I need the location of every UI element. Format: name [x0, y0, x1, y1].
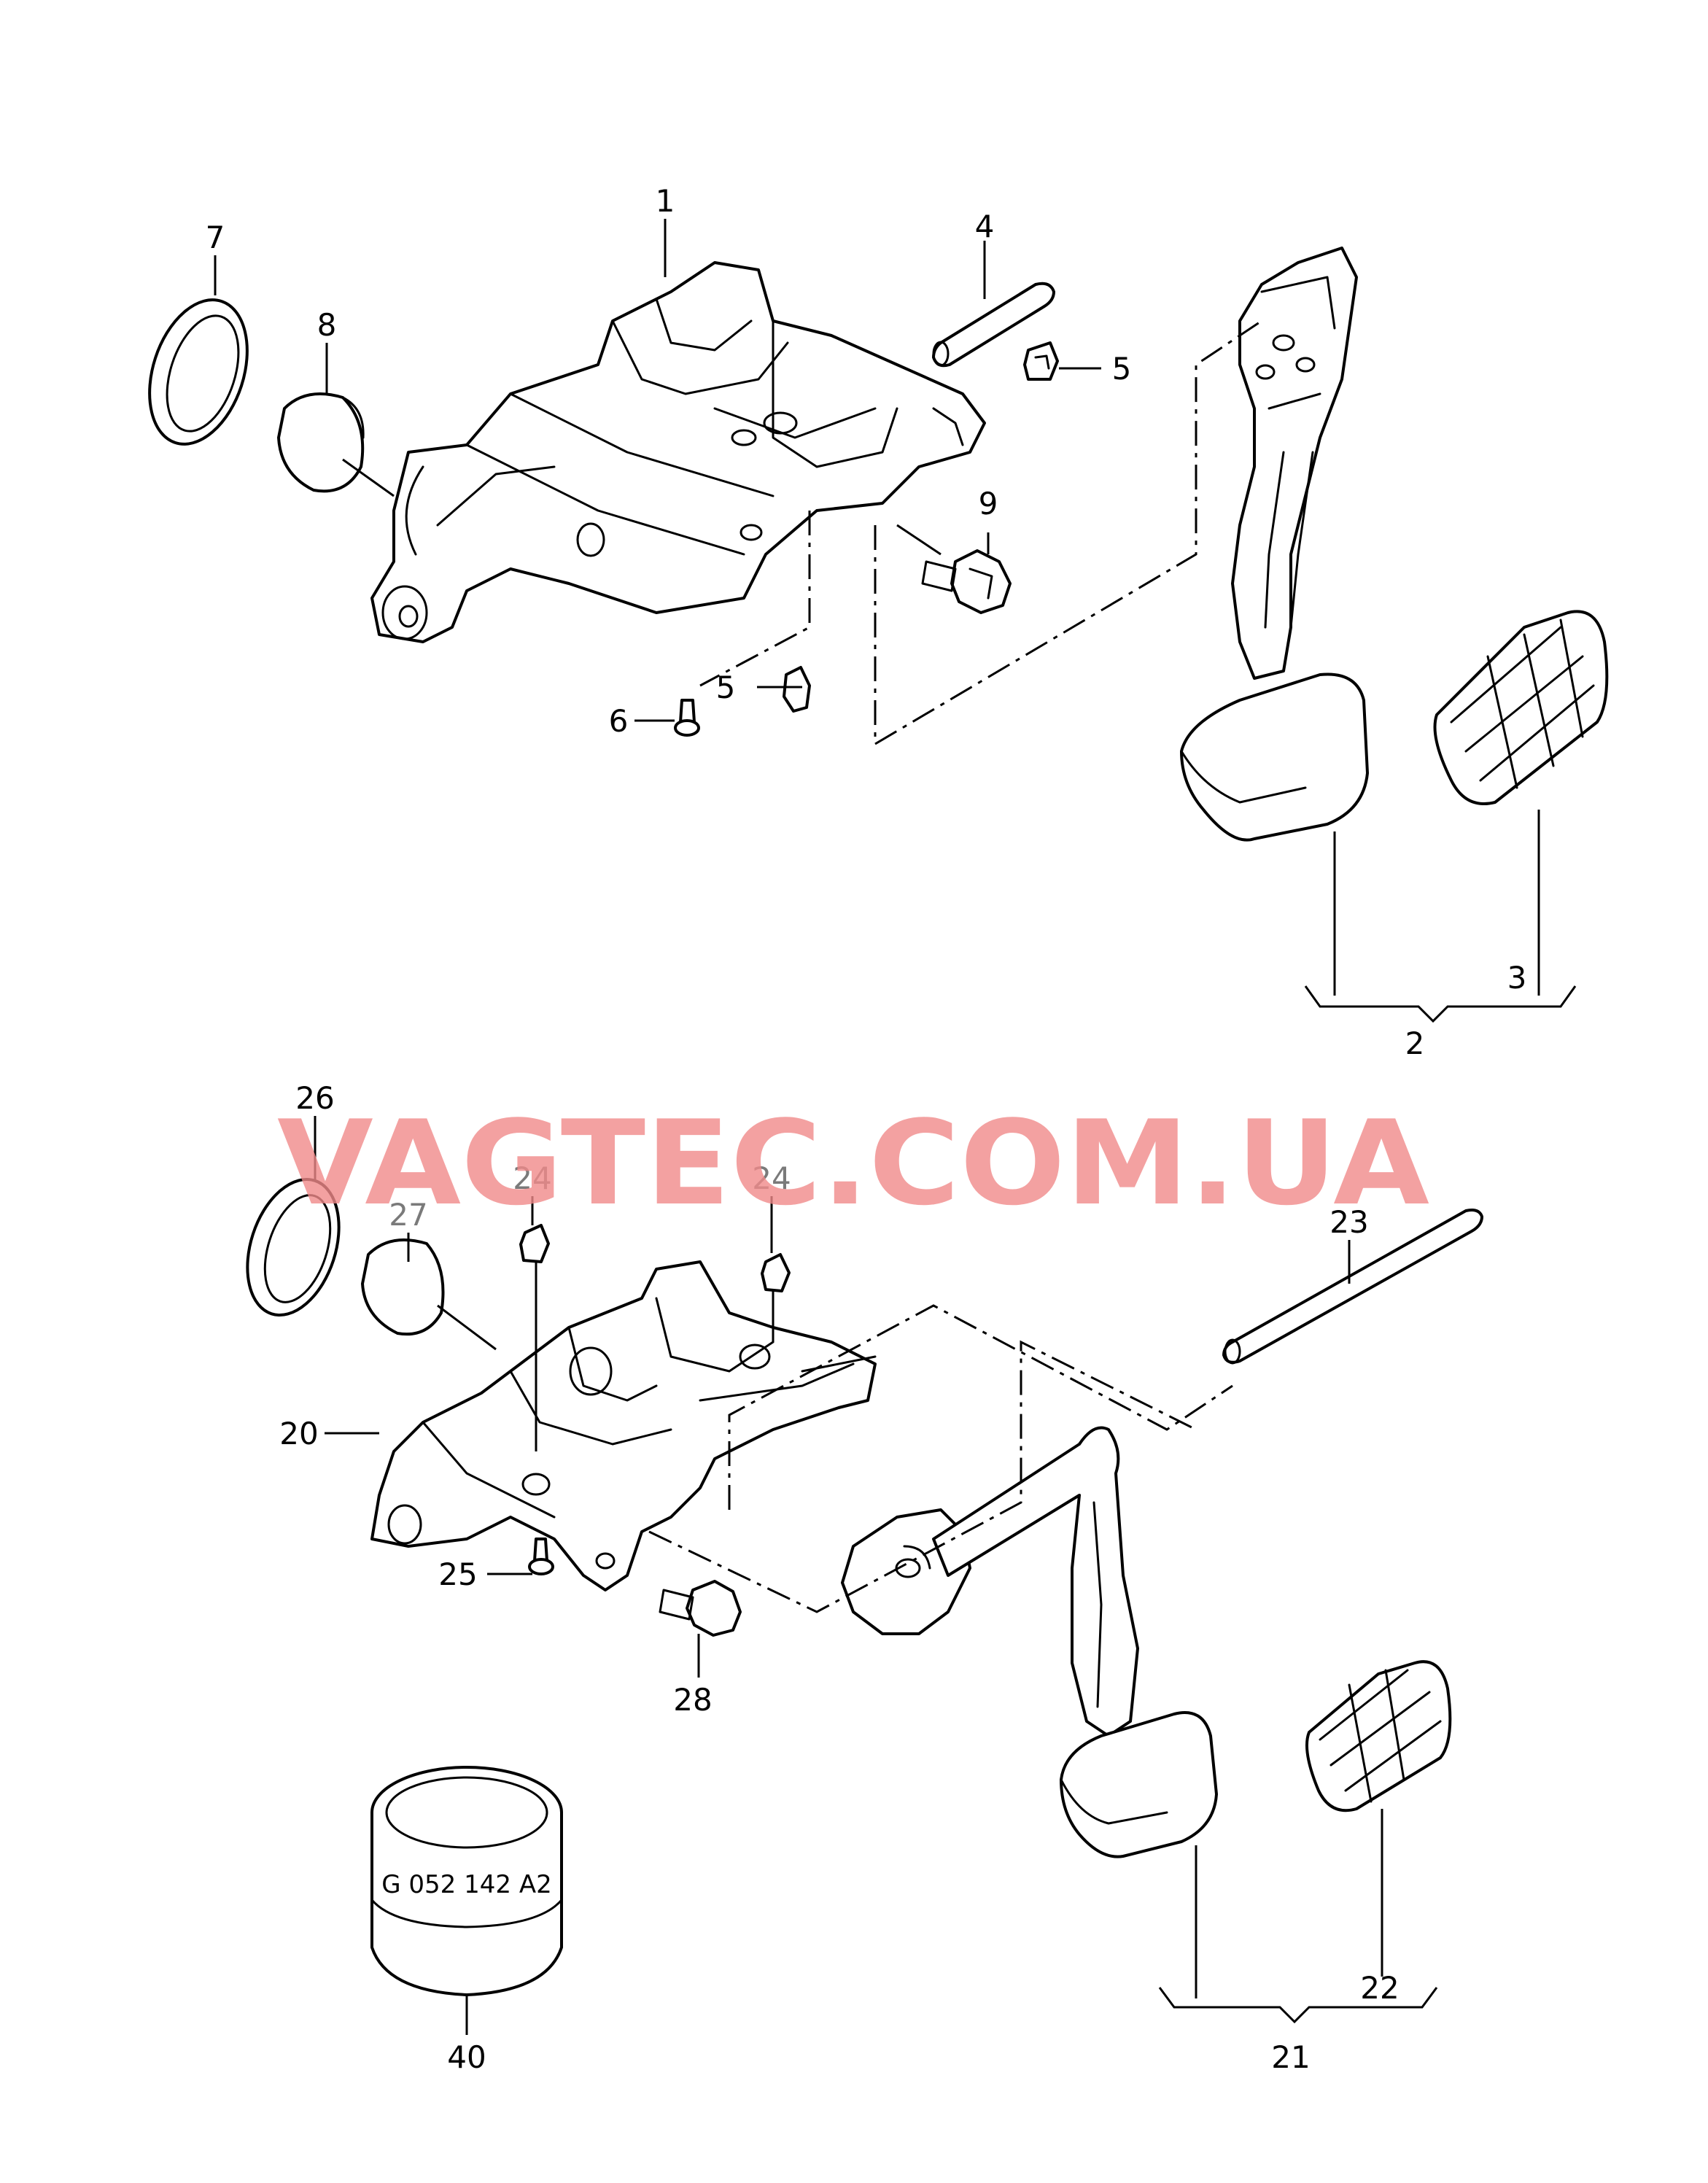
pedal-bracket-20 [370, 1260, 877, 1591]
clip-24-right [761, 1253, 791, 1292]
bracket-2-3 [1304, 810, 1577, 1023]
watermark-text: VAGTEC.COM.UA [277, 1095, 1429, 1231]
callout-5-upper: 5 [1112, 351, 1132, 387]
bolt-6 [674, 699, 700, 737]
callout-6: 6 [609, 703, 629, 739]
pedal-pad-22 [1305, 1660, 1452, 1812]
sleeve-40: G 052 142 A2 [370, 1766, 563, 1996]
clip-24-left [519, 1224, 550, 1263]
sleeve-part-number: G 052 142 A2 [381, 1870, 551, 1899]
cap-8 [277, 392, 365, 493]
cap-27 [361, 1238, 445, 1336]
bolt-25 [528, 1538, 554, 1575]
callout-2: 2 [1405, 1025, 1425, 1061]
callout-7: 7 [206, 220, 225, 255]
dash-line-lower-2 [648, 1340, 1197, 1613]
sealing-ring-7 [148, 298, 249, 446]
callout-8: 8 [317, 307, 337, 343]
callout-26: 26 [295, 1080, 334, 1116]
callout-labels: 1 2 3 4 5 5 6 7 8 9 20 21 22 23 24 24 25… [206, 183, 1527, 2075]
callout-9: 9 [979, 486, 998, 521]
clip-5-upper [1023, 341, 1059, 381]
callout-27: 27 [389, 1197, 427, 1233]
callout-3: 3 [1507, 960, 1527, 996]
dash-line-lower-1 [728, 1304, 1233, 1510]
callout-40: 40 [447, 2039, 486, 2075]
clip-5-lower [783, 666, 811, 713]
callout-20: 20 [279, 1416, 318, 1451]
pedal-lever-21 [841, 1426, 1218, 1858]
callout-1: 1 [656, 183, 675, 219]
sealing-ring-26 [246, 1177, 341, 1317]
dash-line-upper-1 [874, 319, 1262, 746]
dash-line-upper-2 [699, 511, 811, 687]
bracket-21-22 [1158, 1809, 1438, 2024]
shaft-4 [932, 282, 1055, 368]
callout-28: 28 [673, 1682, 712, 1718]
leader-lines [214, 219, 1351, 2035]
callout-5-lower: 5 [716, 670, 736, 705]
callout-24-right: 24 [752, 1160, 791, 1196]
callout-21: 21 [1271, 2039, 1310, 2075]
callout-25: 25 [438, 1556, 477, 1592]
shaft-23 [1222, 1209, 1483, 1365]
pedal-lever-2 [1180, 247, 1369, 842]
switch-9 [921, 549, 1012, 614]
callout-23: 23 [1329, 1204, 1368, 1240]
switch-28 [659, 1580, 742, 1637]
callout-22: 22 [1360, 1970, 1399, 2006]
pedal-pad-3 [1433, 610, 1609, 805]
pedal-bracket-1 [370, 261, 986, 643]
callout-4: 4 [975, 209, 995, 244]
callout-24-left: 24 [513, 1160, 551, 1196]
